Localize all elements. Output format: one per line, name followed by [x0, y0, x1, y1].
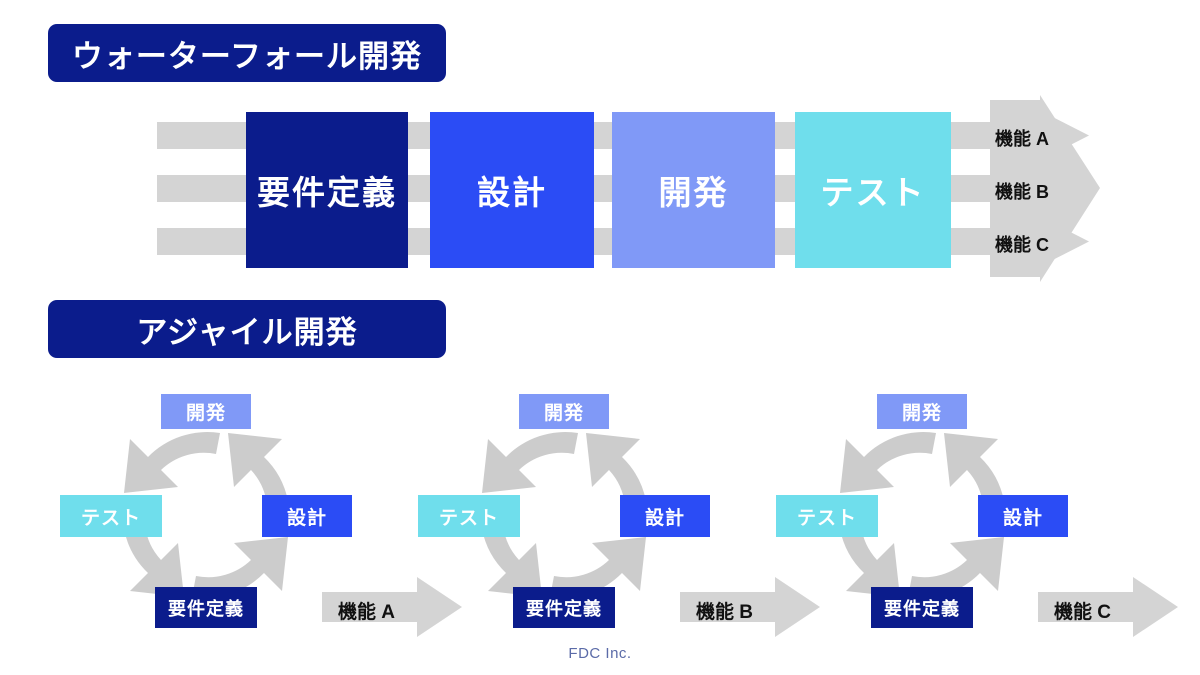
cycle-node-label: 要件定義: [884, 598, 960, 619]
phase-label: 設計: [477, 174, 547, 211]
agile-cycle-2-node-design: 設計: [620, 495, 710, 537]
agile-output-label-a: 機能 A: [338, 602, 396, 623]
agile-cycle-1-node-requirements: 要件定義: [155, 587, 257, 628]
waterfall-output-label-a: 機能 A: [995, 129, 1049, 149]
agile-cycle-3-node-design: 設計: [978, 495, 1068, 537]
agile-cycle-3-node-requirements: 要件定義: [871, 587, 973, 628]
agile-output-label-b: 機能 B: [696, 602, 754, 623]
waterfall-phase-test: テスト: [795, 112, 951, 268]
agile-title-banner: アジャイル開発: [48, 300, 446, 358]
waterfall-phase-development: 開発: [612, 112, 775, 268]
cycle-node-label: テスト: [796, 507, 857, 529]
agile-output-label-c: 機能 C: [1054, 602, 1112, 623]
cycle-node-label: テスト: [80, 507, 141, 529]
agile-cycle-2-node-development: 開発: [519, 394, 609, 429]
agile-cycle-1-node-development: 開発: [161, 394, 251, 429]
agile-cycle-3-node-development: 開発: [877, 394, 967, 429]
cycle-node-label: 開発: [901, 403, 942, 424]
footer-company-name: FDC Inc.: [568, 645, 632, 662]
agile-cycle-3-node-test: テスト: [776, 495, 878, 537]
agile-cycle-1-node-design: 設計: [262, 495, 352, 537]
waterfall-phase-requirements: 要件定義: [246, 112, 408, 268]
phase-label: 要件定義: [257, 174, 397, 211]
waterfall-output-label-b: 機能 B: [995, 182, 1049, 202]
agile-cycle-1-node-test: テスト: [60, 495, 162, 537]
waterfall-title-banner: ウォーターフォール開発: [48, 24, 446, 82]
phase-label: 開発: [658, 174, 729, 211]
cycle-node-label: 開発: [185, 403, 226, 424]
waterfall-phase-design: 設計: [430, 112, 594, 268]
cycle-node-label: テスト: [438, 507, 499, 529]
agile-cycle-2-node-requirements: 要件定義: [513, 587, 615, 628]
cycle-node-label: 要件定義: [526, 598, 602, 619]
waterfall-output-label-c: 機能 C: [995, 235, 1049, 255]
phase-label: テスト: [820, 174, 926, 211]
cycle-node-label: 設計: [286, 507, 327, 529]
agile-cycle-2-node-test: テスト: [418, 495, 520, 537]
cycle-node-label: 要件定義: [168, 598, 244, 619]
cycle-node-label: 開発: [543, 403, 584, 424]
cycle-node-label: 設計: [1002, 507, 1043, 529]
cycle-node-label: 設計: [644, 507, 685, 529]
